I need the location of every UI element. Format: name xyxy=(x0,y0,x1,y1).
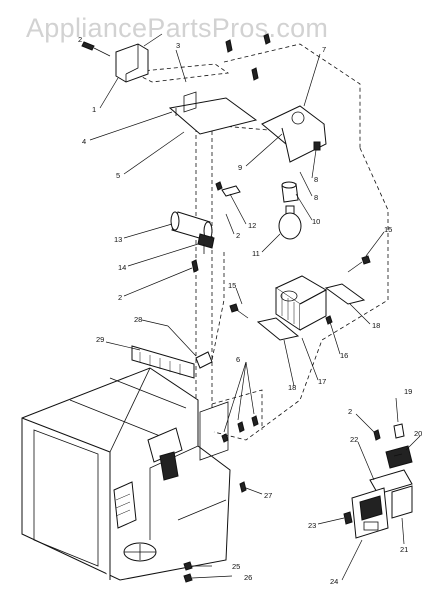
guide-panel xyxy=(211,389,263,430)
callout-c14: 14 xyxy=(118,263,126,272)
part-13-capacitor xyxy=(170,211,213,241)
part-11-bulb xyxy=(278,205,302,240)
part-25-screw xyxy=(183,561,212,571)
watermark-text: AppliancePartsPros.com xyxy=(26,13,328,43)
guide-plate-to-lamp xyxy=(199,123,269,131)
part-29-strip xyxy=(131,345,195,379)
callout-c27: 27 xyxy=(264,491,272,500)
part-5-mounting-plate xyxy=(168,91,258,135)
guide-transformer xyxy=(213,147,389,441)
callout-c6: 6 xyxy=(236,355,240,364)
guide-bracket-top xyxy=(130,63,230,83)
callout-c15b: 15 xyxy=(228,281,236,290)
part-28-clip xyxy=(167,325,213,369)
callout-c8b: 8 xyxy=(314,193,318,202)
callout-c18a: 18 xyxy=(372,321,380,330)
part-21-plate xyxy=(391,485,413,519)
callout-c26: 26 xyxy=(244,573,252,582)
callout-c1: 1 xyxy=(92,105,96,114)
guide-left-drop xyxy=(211,252,225,361)
callout-c15a: 15 xyxy=(384,225,392,234)
callout-c19: 19 xyxy=(404,387,412,396)
callout-labels: 2 3 1 4 5 7 9 8 8 10 11 12 2 13 14 2 15 … xyxy=(78,35,422,586)
part-16-screw xyxy=(325,315,333,325)
callout-c13: 13 xyxy=(114,235,122,244)
callout-c12: 12 xyxy=(248,221,256,230)
callout-c2c: 2 xyxy=(118,293,122,302)
part-17-transformer xyxy=(274,275,328,331)
part-18-bracket-left xyxy=(256,317,300,341)
oven-cabinet xyxy=(21,367,231,581)
part-1-bracket xyxy=(115,43,149,83)
callout-c11: 11 xyxy=(252,249,260,258)
callout-c17: 17 xyxy=(318,377,326,386)
callout-c4: 4 xyxy=(82,137,86,146)
callout-c9: 9 xyxy=(238,163,242,172)
callout-c29: 29 xyxy=(96,335,104,344)
part-20-fuse-holder xyxy=(385,445,413,469)
part-27-screw xyxy=(239,481,247,493)
part-10-lamp-socket xyxy=(281,181,299,203)
callout-c5: 5 xyxy=(116,171,120,180)
callout-c7: 7 xyxy=(322,45,326,54)
part-24-control-box xyxy=(351,487,389,539)
screws-top-right xyxy=(225,33,271,81)
callout-c24: 24 xyxy=(330,577,338,586)
callout-c3: 3 xyxy=(176,41,180,50)
callout-c2b: 2 xyxy=(236,231,240,240)
part-6-screws xyxy=(221,415,259,443)
callout-c20: 20 xyxy=(414,429,422,438)
callout-c22: 22 xyxy=(350,435,358,444)
part-12-clip xyxy=(215,181,241,197)
part-22-bracket xyxy=(369,469,413,495)
callout-c2a: 2 xyxy=(78,35,82,44)
callout-c23: 23 xyxy=(308,521,316,530)
part-14-capacitor-bracket xyxy=(197,233,215,254)
callout-c16: 16 xyxy=(340,351,348,360)
screw-2-right xyxy=(373,429,381,441)
leader-lines xyxy=(89,33,421,581)
part-7-lamp-housing xyxy=(261,105,327,163)
callout-c21: 21 xyxy=(400,545,408,554)
part-23-clip xyxy=(343,511,353,525)
callout-c8a: 8 xyxy=(314,175,318,184)
callout-c25: 25 xyxy=(232,562,240,571)
guide-lamp-box xyxy=(223,43,361,148)
part-19-fuse xyxy=(393,423,405,439)
part-26-screw xyxy=(183,573,233,583)
part-15-screws xyxy=(229,255,371,319)
screw-2-middle xyxy=(191,259,199,273)
callout-c18b: 18 xyxy=(288,383,296,392)
assembly-guide-lines xyxy=(130,43,389,441)
callout-c2d: 2 xyxy=(348,407,352,416)
callout-c28: 28 xyxy=(134,315,142,324)
callout-c10: 10 xyxy=(312,217,320,226)
screw-2-top xyxy=(81,41,111,57)
part-18-bracket-right xyxy=(324,283,366,305)
